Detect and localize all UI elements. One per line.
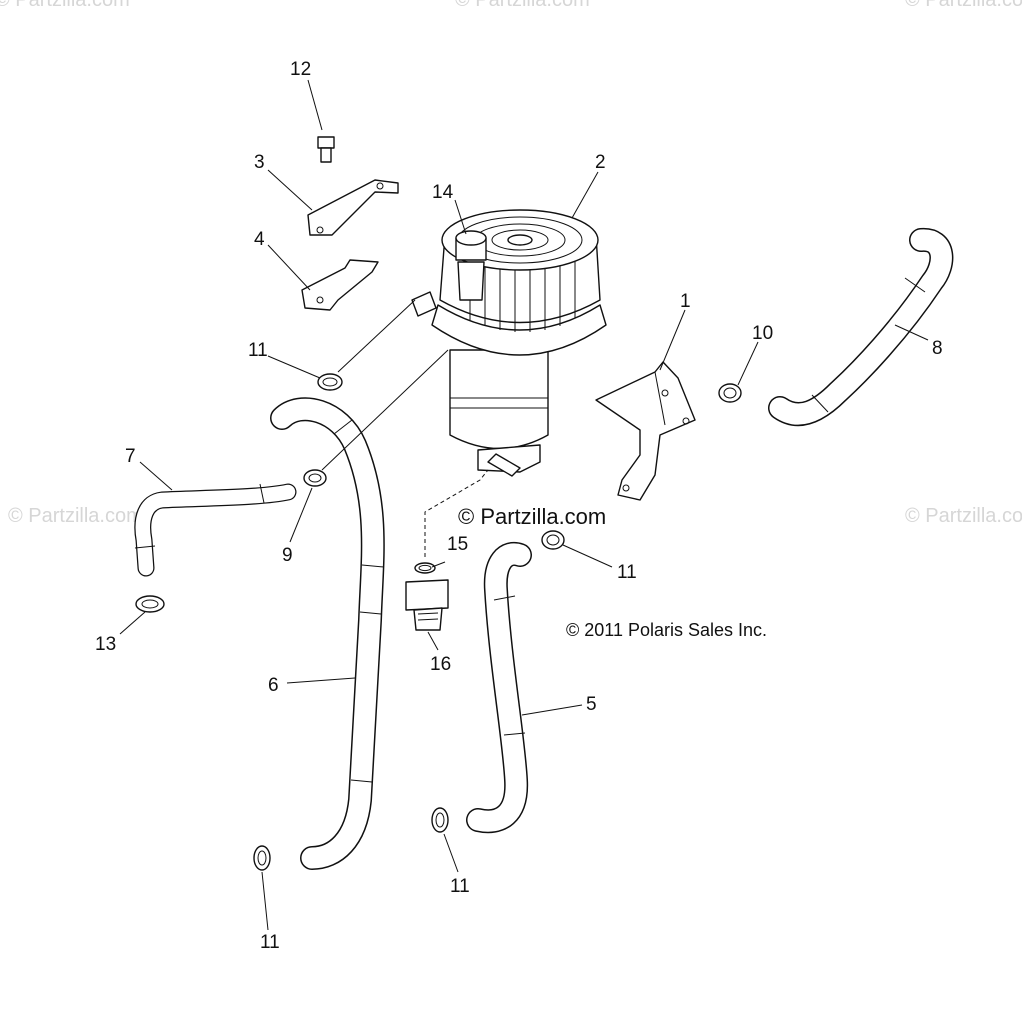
hose-5[interactable]: [466, 541, 532, 834]
bracket-4[interactable]: [301, 259, 379, 311]
callout-12[interactable]: 12: [290, 59, 311, 80]
callout-8[interactable]: 8: [932, 338, 943, 359]
mounting-bracket-1[interactable]: [595, 361, 696, 501]
leader-lines: [119, 79, 929, 931]
watermark-top-right: © Partzilla.com: [905, 0, 1022, 11]
hose-8[interactable]: [768, 228, 954, 427]
clamp-11-right[interactable]: [541, 530, 565, 550]
callout-9[interactable]: 9: [282, 545, 293, 566]
callout-14[interactable]: 14: [432, 182, 454, 203]
partzilla-stamp: © Partzilla.com: [458, 504, 606, 529]
callouts: 12 3 4 14 2 1 10 8 11 7 9 13 15 16 11 6 …: [95, 59, 943, 953]
callout-6[interactable]: 6: [268, 675, 279, 696]
hose-6[interactable]: [270, 397, 385, 870]
o-ring-15[interactable]: [414, 562, 436, 574]
callout-2[interactable]: 2: [595, 152, 606, 173]
callout-16[interactable]: 16: [430, 654, 451, 675]
callout-11-bottom-left[interactable]: 11: [260, 932, 280, 953]
callout-4[interactable]: 4: [254, 229, 265, 250]
valve-14[interactable]: [455, 230, 487, 301]
clamp-9[interactable]: [303, 469, 327, 487]
bolt-12[interactable]: [317, 136, 335, 163]
copyright-text: © 2011 Polaris Sales Inc.: [566, 620, 767, 640]
callout-13[interactable]: 13: [95, 634, 116, 655]
watermark-top-center: © Partzilla.com: [455, 0, 590, 11]
clamp-10[interactable]: [718, 383, 742, 403]
bracket-3[interactable]: [307, 179, 399, 236]
callout-1[interactable]: 1: [680, 291, 691, 312]
callout-10[interactable]: 10: [752, 323, 773, 344]
hose-7[interactable]: [134, 483, 297, 577]
watermark-top-left: © Partzilla.com: [0, 0, 130, 11]
plug-16[interactable]: [405, 579, 449, 631]
watermark-mid-right: © Partzilla.com: [905, 505, 1022, 527]
watermark-mid-left: © Partzilla.com: [8, 505, 143, 527]
clamps: [135, 373, 742, 871]
watermarks: © Partzilla.com © Partzilla.com © Partzi…: [0, 0, 1022, 527]
callout-11-bottom-center[interactable]: 11: [450, 876, 470, 897]
callout-11-top[interactable]: 11: [248, 340, 268, 361]
canister-2[interactable]: [411, 209, 607, 477]
callout-3[interactable]: 3: [254, 152, 265, 173]
clamp-11-bottom-left[interactable]: [253, 845, 271, 871]
callout-7[interactable]: 7: [125, 446, 136, 467]
callout-11-right[interactable]: 11: [617, 562, 637, 583]
callout-15[interactable]: 15: [447, 534, 468, 555]
callout-5[interactable]: 5: [586, 694, 597, 715]
clamp-13[interactable]: [135, 595, 165, 613]
clamp-11-bottom-center[interactable]: [431, 807, 449, 833]
clamp-11-top[interactable]: [317, 373, 343, 391]
assembly-line: [424, 469, 489, 557]
